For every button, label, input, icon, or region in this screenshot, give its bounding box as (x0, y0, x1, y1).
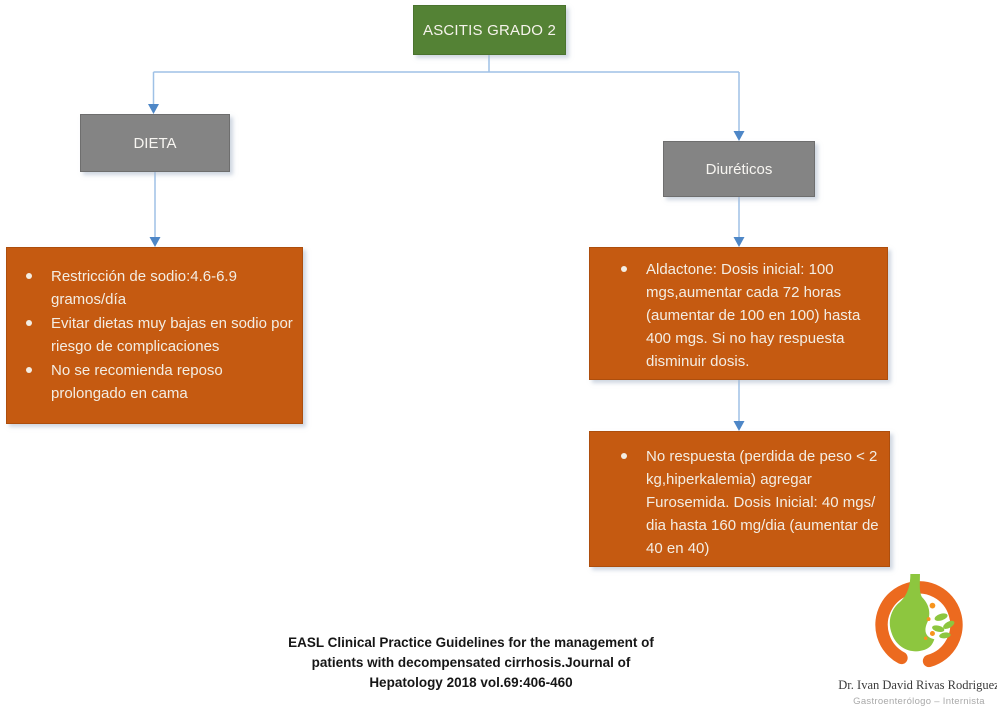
bullet-item: Aldactone: Dosis inicial: 100 mgs,aument… (616, 258, 881, 373)
aldactone-bullet-list: Aldactone: Dosis inicial: 100 mgs,aument… (616, 258, 881, 373)
node-ascitis-label: ASCITIS GRADO 2 (422, 21, 557, 39)
arrow-down-icon (733, 237, 745, 247)
citation: EASL Clinical Practice Guidelines for th… (251, 633, 691, 693)
stomach-logo-icon (875, 573, 963, 669)
bullet-item: Evitar dietas muy bajas en sodio por rie… (21, 312, 296, 358)
node-dieta: DIETA (80, 114, 230, 172)
citation-line: Hepatology 2018 vol.69:406-460 (369, 675, 573, 690)
citation-line: patients with decompensated cirrhosis.Jo… (311, 655, 631, 670)
node-dieta-recomendaciones: Restricción de sodio:4.6-6.9 gramos/día … (6, 247, 303, 424)
bullet-item: No se recomienda reposo prolongado en ca… (21, 359, 296, 405)
arrow-down-icon (149, 237, 161, 247)
node-diureticos: Diuréticos (663, 141, 815, 197)
node-diureticos-label: Diuréticos (705, 160, 773, 178)
arrow-down-icon (733, 421, 745, 431)
node-dieta-label: DIETA (133, 134, 177, 152)
arrow-down-icon (148, 104, 159, 114)
arrow-down-icon (733, 131, 745, 141)
node-furosemida: No respuesta (perdida de peso < 2 kg,hip… (589, 431, 890, 567)
bullet-item: No respuesta (perdida de peso < 2 kg,hip… (616, 445, 883, 560)
doctor-specialty: Gastroenterólogo – Internista (853, 696, 985, 707)
doctor-name: Dr. Ivan David Rivas Rodriguez (838, 678, 997, 692)
node-aldactone: Aldactone: Dosis inicial: 100 mgs,aument… (589, 247, 888, 380)
dieta-bullet-list: Restricción de sodio:4.6-6.9 gramos/día … (21, 265, 296, 405)
bullet-item: Restricción de sodio:4.6-6.9 gramos/día (21, 265, 296, 311)
node-ascitis-grado-2: ASCITIS GRADO 2 (413, 5, 566, 55)
furosemida-bullet-list: No respuesta (perdida de peso < 2 kg,hip… (616, 445, 883, 560)
citation-line: EASL Clinical Practice Guidelines for th… (288, 635, 654, 650)
doctor-logo: Dr. Ivan David Rivas Rodriguez Gastroent… (824, 570, 997, 707)
